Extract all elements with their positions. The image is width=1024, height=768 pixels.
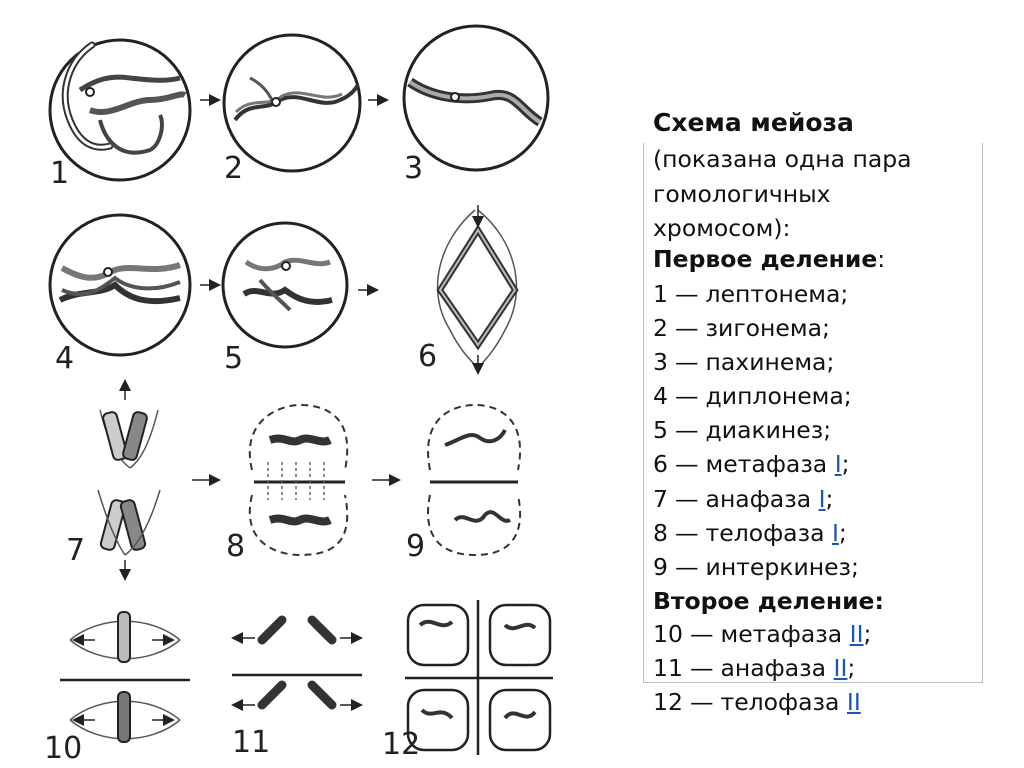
legend-item-dash: — (675, 382, 699, 410)
stage-6-metaphase-I (436, 205, 519, 375)
legend-item-end: ; (841, 450, 850, 478)
first-division-colon: : (877, 245, 886, 273)
legend-title: Схема мейоза (653, 108, 854, 137)
stage-1-leptonema (48, 38, 192, 182)
legend-item-dash: — (675, 348, 699, 376)
legend-item-link[interactable]: II (846, 688, 861, 716)
stage-5-diakinesis (221, 221, 349, 349)
legend-item: 1—лептонема; (653, 280, 848, 308)
legend-item-name: лептонема (705, 280, 841, 308)
legend-item: 4—диплонема; (653, 382, 852, 410)
legend-item-end: ; (825, 485, 834, 513)
legend-item-dash: — (689, 620, 714, 648)
legend-item-end: ; (826, 348, 835, 376)
legend-item-link[interactable]: I (818, 485, 826, 513)
stage-number: 10 (44, 731, 82, 766)
legend-item-number: 8 (653, 519, 668, 547)
legend-item-name: телофаза (705, 519, 825, 547)
legend-item-dash: — (675, 450, 699, 478)
legend-item-number: 1 (653, 280, 668, 308)
legend-item-number: 7 (653, 485, 668, 513)
legend-subtitle-line: (показана одна пара (653, 145, 912, 173)
legend-item-dash: — (689, 654, 714, 682)
legend-item-dash: — (675, 519, 699, 547)
legend-item-number: 10 (653, 620, 683, 648)
stage-2-zygonema (222, 33, 362, 173)
legend-item-link[interactable]: I (834, 450, 842, 478)
stage-7-anaphase-I (97, 379, 161, 581)
legend-item: 2—зигонема; (653, 314, 830, 342)
legend-item-name: пахинема (705, 348, 827, 376)
stage-number: 7 (66, 533, 85, 568)
legend-item-link[interactable]: II (849, 620, 864, 648)
legend-item-number: 4 (653, 382, 668, 410)
stage-number: 12 (382, 727, 420, 762)
legend-item-end: ; (863, 620, 872, 648)
legend-item-dash: — (675, 314, 699, 342)
legend-box (643, 143, 983, 683)
legend-item-end: ; (838, 519, 847, 547)
legend-item: 3—пахинема; (653, 348, 834, 376)
stage-10-metaphase-II (60, 611, 190, 743)
stage-number: 3 (404, 151, 423, 186)
legend-item: 8—телофаза I; (653, 519, 847, 547)
first-division-heading: Первое деление: (653, 245, 885, 273)
legend-item-end: ; (843, 382, 852, 410)
stage-number: 1 (50, 156, 69, 191)
stage-3-pachynema (402, 24, 550, 172)
legend-item-name: телофаза (720, 688, 840, 716)
stage-8-telophase-I (248, 403, 349, 557)
legend-item-end: ; (822, 314, 830, 342)
legend-item-name: зигонема (705, 314, 822, 342)
legend-item-number: 12 (653, 688, 683, 716)
legend-item-number: 11 (653, 654, 683, 682)
legend-item-end: ; (851, 553, 859, 581)
legend-item: 6—метафаза I; (653, 450, 850, 478)
stage-11-anaphase-II (231, 615, 363, 711)
stage-number: 4 (55, 341, 74, 376)
stage-number: 11 (232, 725, 270, 760)
legend-item-link[interactable]: II (833, 654, 848, 682)
legend-item-name: анафаза (705, 485, 812, 513)
stage-9-interkinesis (427, 403, 521, 557)
legend-item-name: интеркинез (705, 553, 852, 581)
legend-item-dash: — (675, 485, 699, 513)
legend-item: 7—анафаза I; (653, 485, 833, 513)
legend-item: 11—анафаза II; (653, 654, 855, 682)
legend-subtitle-line: гомологичных (653, 180, 831, 208)
legend-item-name: анафаза (720, 654, 827, 682)
stage-4-diplonema (48, 213, 192, 357)
stage-number: 2 (224, 151, 243, 186)
legend-subtitle-line: хромосом): (653, 214, 791, 242)
legend-item-number: 3 (653, 348, 668, 376)
second-division-heading: Второе деление: (653, 587, 884, 615)
legend-item: 9—интеркинез; (653, 553, 859, 581)
legend-item-number: 9 (653, 553, 668, 581)
legend-item-name: метафаза (705, 450, 828, 478)
stage-12-telophase-II (405, 600, 553, 755)
legend-item-dash: — (675, 416, 699, 444)
stage-number: 6 (418, 339, 437, 374)
legend-item-name: диакинез (705, 416, 824, 444)
legend-item-name: метафаза (720, 620, 843, 648)
meiosis-diagram: 1 2 3 4 5 6 7 8 9 10 11 12 (44, 24, 553, 766)
legend-item-number: 5 (653, 416, 668, 444)
legend-item-dash: — (675, 280, 699, 308)
legend-item: 12—телофаза II (653, 688, 861, 716)
legend-item: 10—метафаза II; (653, 620, 871, 648)
legend-item: 5—диакинез; (653, 416, 831, 444)
first-division-label: Первое деление (653, 245, 878, 273)
legend-item-end: ; (847, 654, 856, 682)
legend-item-dash: — (689, 688, 714, 716)
stage-number: 5 (224, 341, 243, 376)
legend-item-dash: — (675, 553, 699, 581)
legend-item-link[interactable]: I (831, 519, 839, 547)
legend-item-end: ; (823, 416, 832, 444)
legend-item-name: диплонема (705, 382, 844, 410)
legend-item-number: 2 (653, 314, 668, 342)
stage-number: 8 (226, 529, 245, 564)
legend-item-number: 6 (653, 450, 668, 478)
stage-number: 9 (406, 529, 425, 564)
legend-item-end: ; (840, 280, 849, 308)
